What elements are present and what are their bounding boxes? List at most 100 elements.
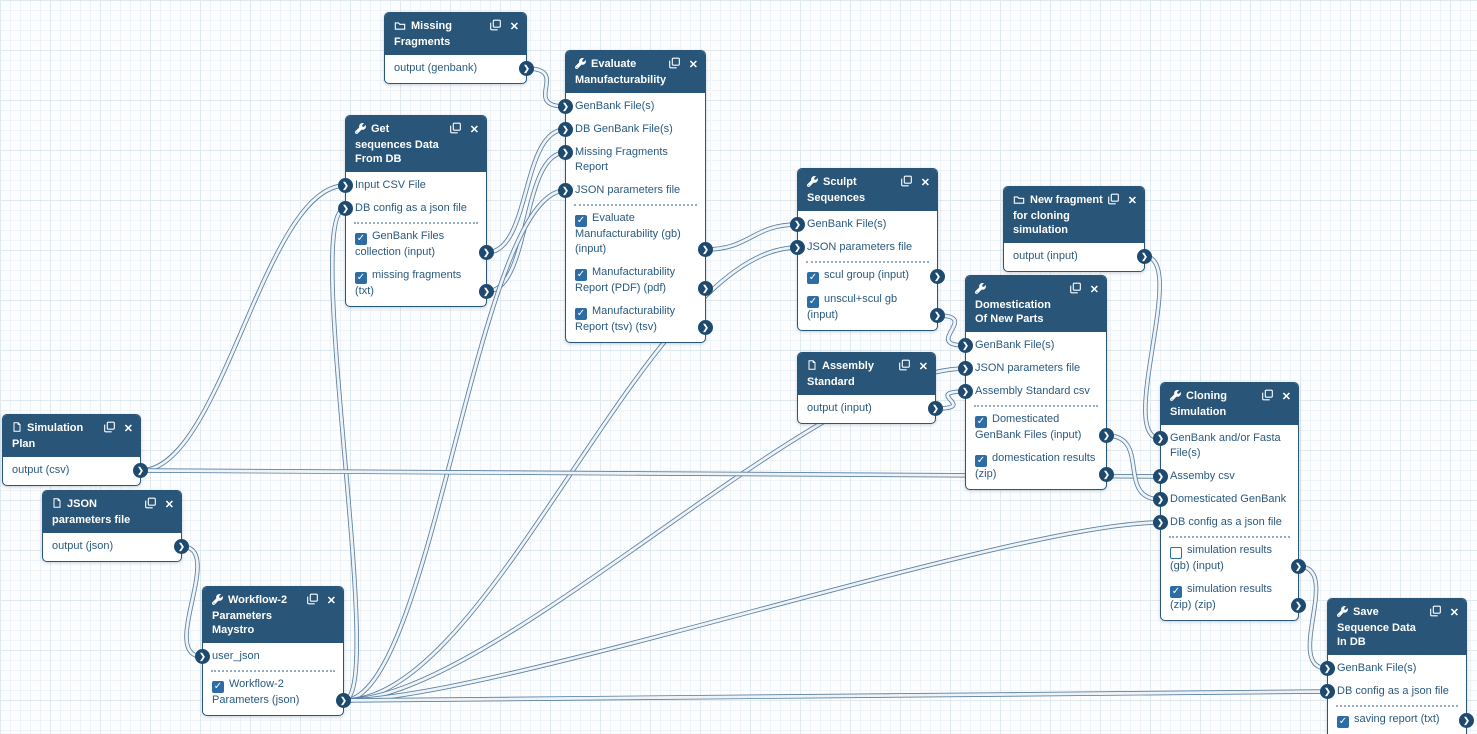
output-terminal[interactable]: ❯ [928,401,943,416]
input-terminal[interactable]: ❯ [1153,431,1168,446]
workflow-node-get-sequences[interactable]: Get sequences Data From DB✕❯Input CSV Fi… [338,115,494,307]
workflow-node-missing-fragments[interactable]: Missing Fragments✕output (genbank)❯ [384,12,534,84]
input-terminal[interactable]: ❯ [558,99,573,114]
output-terminal[interactable]: ❯ [1291,598,1306,613]
output-terminal[interactable]: ❯ [698,281,713,296]
input-terminal[interactable]: ❯ [338,201,353,216]
workflow-node-sculpt-sequences[interactable]: Sculpt Sequences✕❯GenBank File(s)❯JSON p… [790,168,945,331]
output-row: ✓missing fragments (txt) ❯ [346,264,494,303]
input-terminal[interactable]: ❯ [1153,469,1168,484]
output-checkbox-checked[interactable]: ✓ [355,272,367,284]
output-terminal[interactable]: ❯ [1099,428,1114,443]
close-icon[interactable]: ✕ [1449,606,1459,619]
close-icon[interactable]: ✕ [1127,194,1137,207]
close-icon[interactable]: ✕ [326,594,336,607]
copy-icon[interactable] [103,421,115,436]
copy-icon[interactable] [898,359,910,374]
close-icon[interactable]: ✕ [164,498,174,511]
input-terminal[interactable]: ❯ [958,361,973,376]
input-terminal[interactable]: ❯ [1153,492,1168,507]
input-terminal[interactable]: ❯ [558,183,573,198]
input-terminal[interactable]: ❯ [790,240,805,255]
copy-icon[interactable] [668,57,680,72]
node-header[interactable]: Get sequences Data From DB✕ [346,116,486,172]
copy-icon[interactable] [1261,389,1273,404]
workflow-node-new-fragment[interactable]: New fragment for cloning simulation✕outp… [1003,186,1152,272]
copy-icon[interactable] [306,593,318,608]
copy-icon[interactable] [1107,193,1119,208]
output-terminal[interactable]: ❯ [930,308,945,323]
output-checkbox-checked[interactable]: ✓ [975,455,987,467]
output-checkbox-checked[interactable]: ✓ [807,272,819,284]
node-header[interactable]: Evaluate Manufacturability✕ [566,51,705,93]
copy-icon[interactable] [1069,282,1081,297]
workflow-node-cloning-simulation[interactable]: Cloning Simulation✕❯GenBank and/or Fasta… [1153,382,1306,621]
output-checkbox-checked[interactable]: ✓ [575,269,587,281]
output-terminal[interactable]: ❯ [174,539,189,554]
output-terminal[interactable]: ❯ [930,269,945,284]
input-terminal[interactable]: ❯ [1153,515,1168,530]
input-terminal[interactable]: ❯ [1320,661,1335,676]
output-checkbox-checked[interactable]: ✓ [355,233,367,245]
node-header[interactable]: Sculpt Sequences✕ [798,169,937,211]
node-header[interactable]: Simulation Plan✕ [3,415,140,457]
copy-icon[interactable] [489,19,501,34]
output-terminal[interactable]: ❯ [519,61,534,76]
output-checkbox-checked[interactable]: ✓ [975,416,987,428]
output-terminal[interactable]: ❯ [336,693,351,708]
node-header[interactable]: Assembly Standard✕ [798,353,935,395]
copy-icon[interactable] [900,175,912,190]
input-terminal[interactable]: ❯ [958,384,973,399]
node-header[interactable]: JSON parameters file✕ [43,491,181,533]
output-terminal[interactable]: ❯ [1137,249,1152,264]
workflow-node-workflow2-parameters[interactable]: Workflow-2 Parameters Maystro✕❯user_json… [195,586,351,716]
input-terminal[interactable]: ❯ [195,649,210,664]
close-icon[interactable]: ✕ [918,360,928,373]
workflow-node-domestication[interactable]: Domestication Of New Parts✕❯GenBank File… [958,275,1114,490]
close-icon[interactable]: ✕ [469,123,479,136]
output-checkbox-checked[interactable]: ✓ [1170,586,1182,598]
output-terminal[interactable]: ❯ [698,242,713,257]
output-terminal[interactable]: ❯ [133,463,148,478]
copy-icon[interactable] [1429,605,1441,620]
output-terminal[interactable]: ❯ [1099,467,1114,482]
input-terminal[interactable]: ❯ [558,122,573,137]
output-label: missing fragments (txt) [355,269,462,297]
output-checkbox-checked[interactable]: ✓ [575,215,587,227]
output-terminal[interactable]: ❯ [1291,559,1306,574]
output-checkbox-unchecked[interactable]: ✓ [1170,547,1182,559]
output-terminal[interactable]: ❯ [479,245,494,260]
close-icon[interactable]: ✕ [1281,390,1291,403]
input-terminal[interactable]: ❯ [958,338,973,353]
output-terminal[interactable]: ❯ [479,284,494,299]
workflow-node-simulation-plan[interactable]: Simulation Plan✕output (csv)❯ [2,414,148,486]
workflow-node-evaluate-manufacturability[interactable]: Evaluate Manufacturability✕❯GenBank File… [558,50,713,343]
output-terminal[interactable]: ❯ [1459,713,1474,728]
node-header[interactable]: Cloning Simulation✕ [1161,383,1298,425]
node-header[interactable]: New fragment for cloning simulation✕ [1004,187,1144,243]
close-icon[interactable]: ✕ [1089,283,1099,296]
copy-icon[interactable] [144,497,156,512]
output-terminal[interactable]: ❯ [698,320,713,335]
workflow-node-assembly-standard[interactable]: Assembly Standard✕output (input)❯ [797,352,943,424]
node-header[interactable]: Save Sequence Data In DB✕ [1328,599,1466,655]
workflow-node-save-sequence[interactable]: Save Sequence Data In DB✕❯GenBank File(s… [1320,598,1474,734]
node-header[interactable]: Workflow-2 Parameters Maystro✕ [203,587,343,643]
close-icon[interactable]: ✕ [123,422,133,435]
output-checkbox-checked[interactable]: ✓ [575,308,587,320]
output-checkbox-checked[interactable]: ✓ [807,296,819,308]
close-icon[interactable]: ✕ [509,20,519,33]
copy-icon[interactable] [449,122,461,137]
input-terminal[interactable]: ❯ [558,145,573,160]
output-checkbox-checked[interactable]: ✓ [1337,716,1349,728]
close-icon[interactable]: ✕ [688,58,698,71]
close-icon[interactable]: ✕ [920,176,930,189]
node-header[interactable]: Domestication Of New Parts✕ [966,276,1106,332]
workflow-node-json-parameters[interactable]: JSON parameters file✕output (json)❯ [42,490,189,562]
input-terminal[interactable]: ❯ [338,178,353,193]
node-header[interactable]: Missing Fragments✕ [385,13,526,55]
input-terminal[interactable]: ❯ [790,217,805,232]
input-terminal[interactable]: ❯ [1320,684,1335,699]
output-checkbox-checked[interactable]: ✓ [212,681,224,693]
